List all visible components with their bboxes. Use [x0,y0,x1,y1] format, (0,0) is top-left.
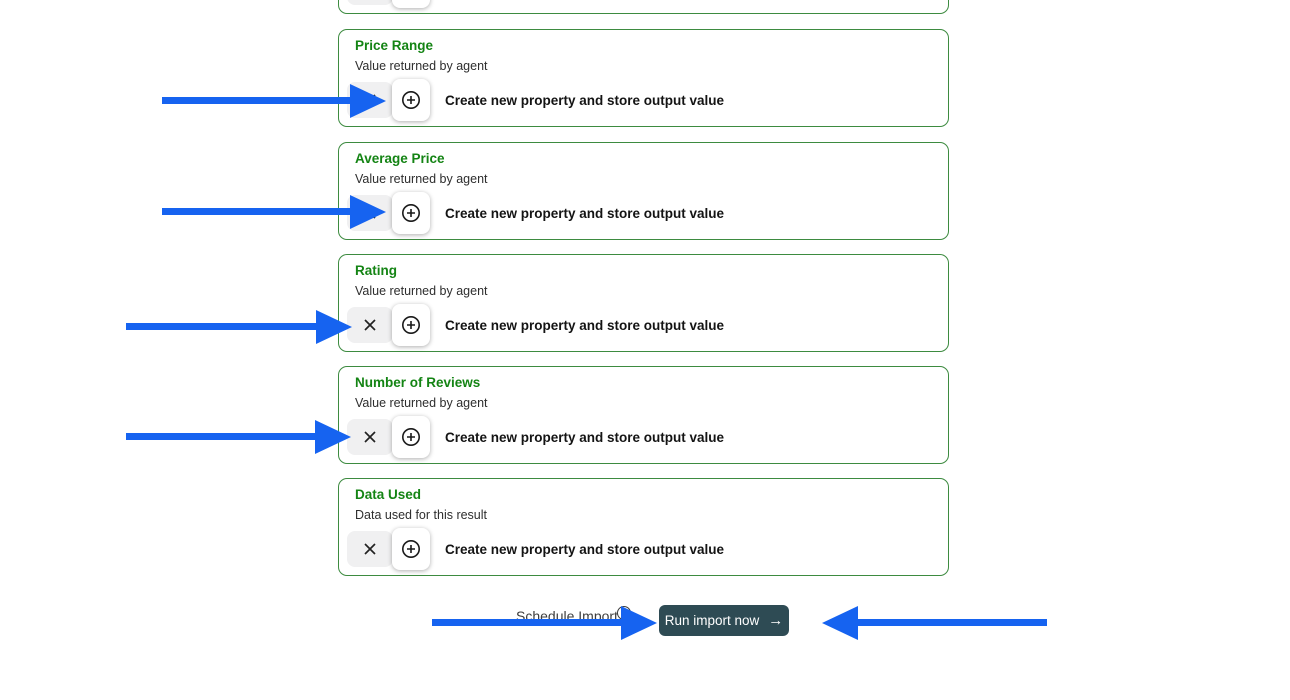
annotation-arrow-head-run-import-left [621,606,657,640]
annotation-arrow-shaft-run-import-left [432,619,621,626]
run-import-now-button[interactable]: Run import now → [659,605,789,636]
plus-circle-icon [402,316,420,334]
create-property-button[interactable] [392,528,430,570]
property-card-number-of-reviews: Number of Reviews Value returned by agen… [338,366,949,464]
skip-property-button[interactable] [347,531,393,567]
create-property-button[interactable] [392,0,430,8]
plus-circle-icon [402,91,420,109]
create-property-label: Create new property and store output val… [445,92,725,108]
card-title: Average Price [355,151,445,166]
card-subtitle: Value returned by agent [355,396,488,410]
card-subtitle: Data used for this result [355,508,488,522]
create-property-label: Create new property and store output val… [445,205,725,221]
annotation-arrow-head-average-price [350,195,386,229]
create-property-button[interactable] [392,416,430,458]
create-property-button[interactable] [392,304,430,346]
card-subtitle: Value returned by agent [355,172,488,186]
skip-property-button[interactable] [347,419,393,455]
card-title: Price Range [355,38,434,53]
property-card-price-range: Price Range Value returned by agent Crea… [338,29,949,127]
run-import-now-label: Run import now [664,613,760,628]
annotation-arrow-shaft-run-import-right [858,619,1047,626]
annotation-arrow-head-rating [316,310,352,344]
card-title: Number of Reviews [355,375,481,390]
card-subtitle: Value returned by agent [355,284,488,298]
skip-property-button[interactable] [347,0,393,5]
plus-circle-icon [402,428,420,446]
close-icon [364,319,376,331]
close-icon [364,543,376,555]
annotation-arrow-head-number-of-reviews [315,420,351,454]
store-toggle-group [347,0,430,8]
create-property-label: Create new property and store output val… [445,429,725,445]
card-title: Data Used [355,487,422,502]
create-property-label: Create new property and store output val… [445,541,725,557]
property-card-partial [338,0,949,14]
annotation-arrow-head-run-import-right [822,606,858,640]
plus-circle-icon [402,204,420,222]
card-subtitle: Value returned by agent [355,59,488,73]
annotation-arrow-shaft-price-range [162,97,350,104]
annotation-arrow-shaft-average-price [162,208,350,215]
annotation-arrow-shaft-rating [126,323,316,330]
store-toggle-group: Create new property and store output val… [347,79,724,121]
create-property-button[interactable] [392,192,430,234]
arrow-right-icon: → [768,612,784,629]
store-toggle-group: Create new property and store output val… [347,304,724,346]
create-property-label: Create new property and store output val… [445,317,725,333]
annotation-arrow-shaft-number-of-reviews [126,433,315,440]
create-property-button[interactable] [392,79,430,121]
store-toggle-group: Create new property and store output val… [347,528,724,570]
property-card-data-used: Data Used Data used for this result Crea… [338,478,949,576]
skip-property-button[interactable] [347,307,393,343]
store-toggle-group: Create new property and store output val… [347,416,724,458]
annotation-arrow-head-price-range [350,84,386,118]
property-card-rating: Rating Value returned by agent Create ne… [338,254,949,352]
plus-circle-icon [402,540,420,558]
card-title: Rating [355,263,397,278]
close-icon [364,431,376,443]
property-card-average-price: Average Price Value returned by agent Cr… [338,142,949,240]
store-toggle-group: Create new property and store output val… [347,192,724,234]
